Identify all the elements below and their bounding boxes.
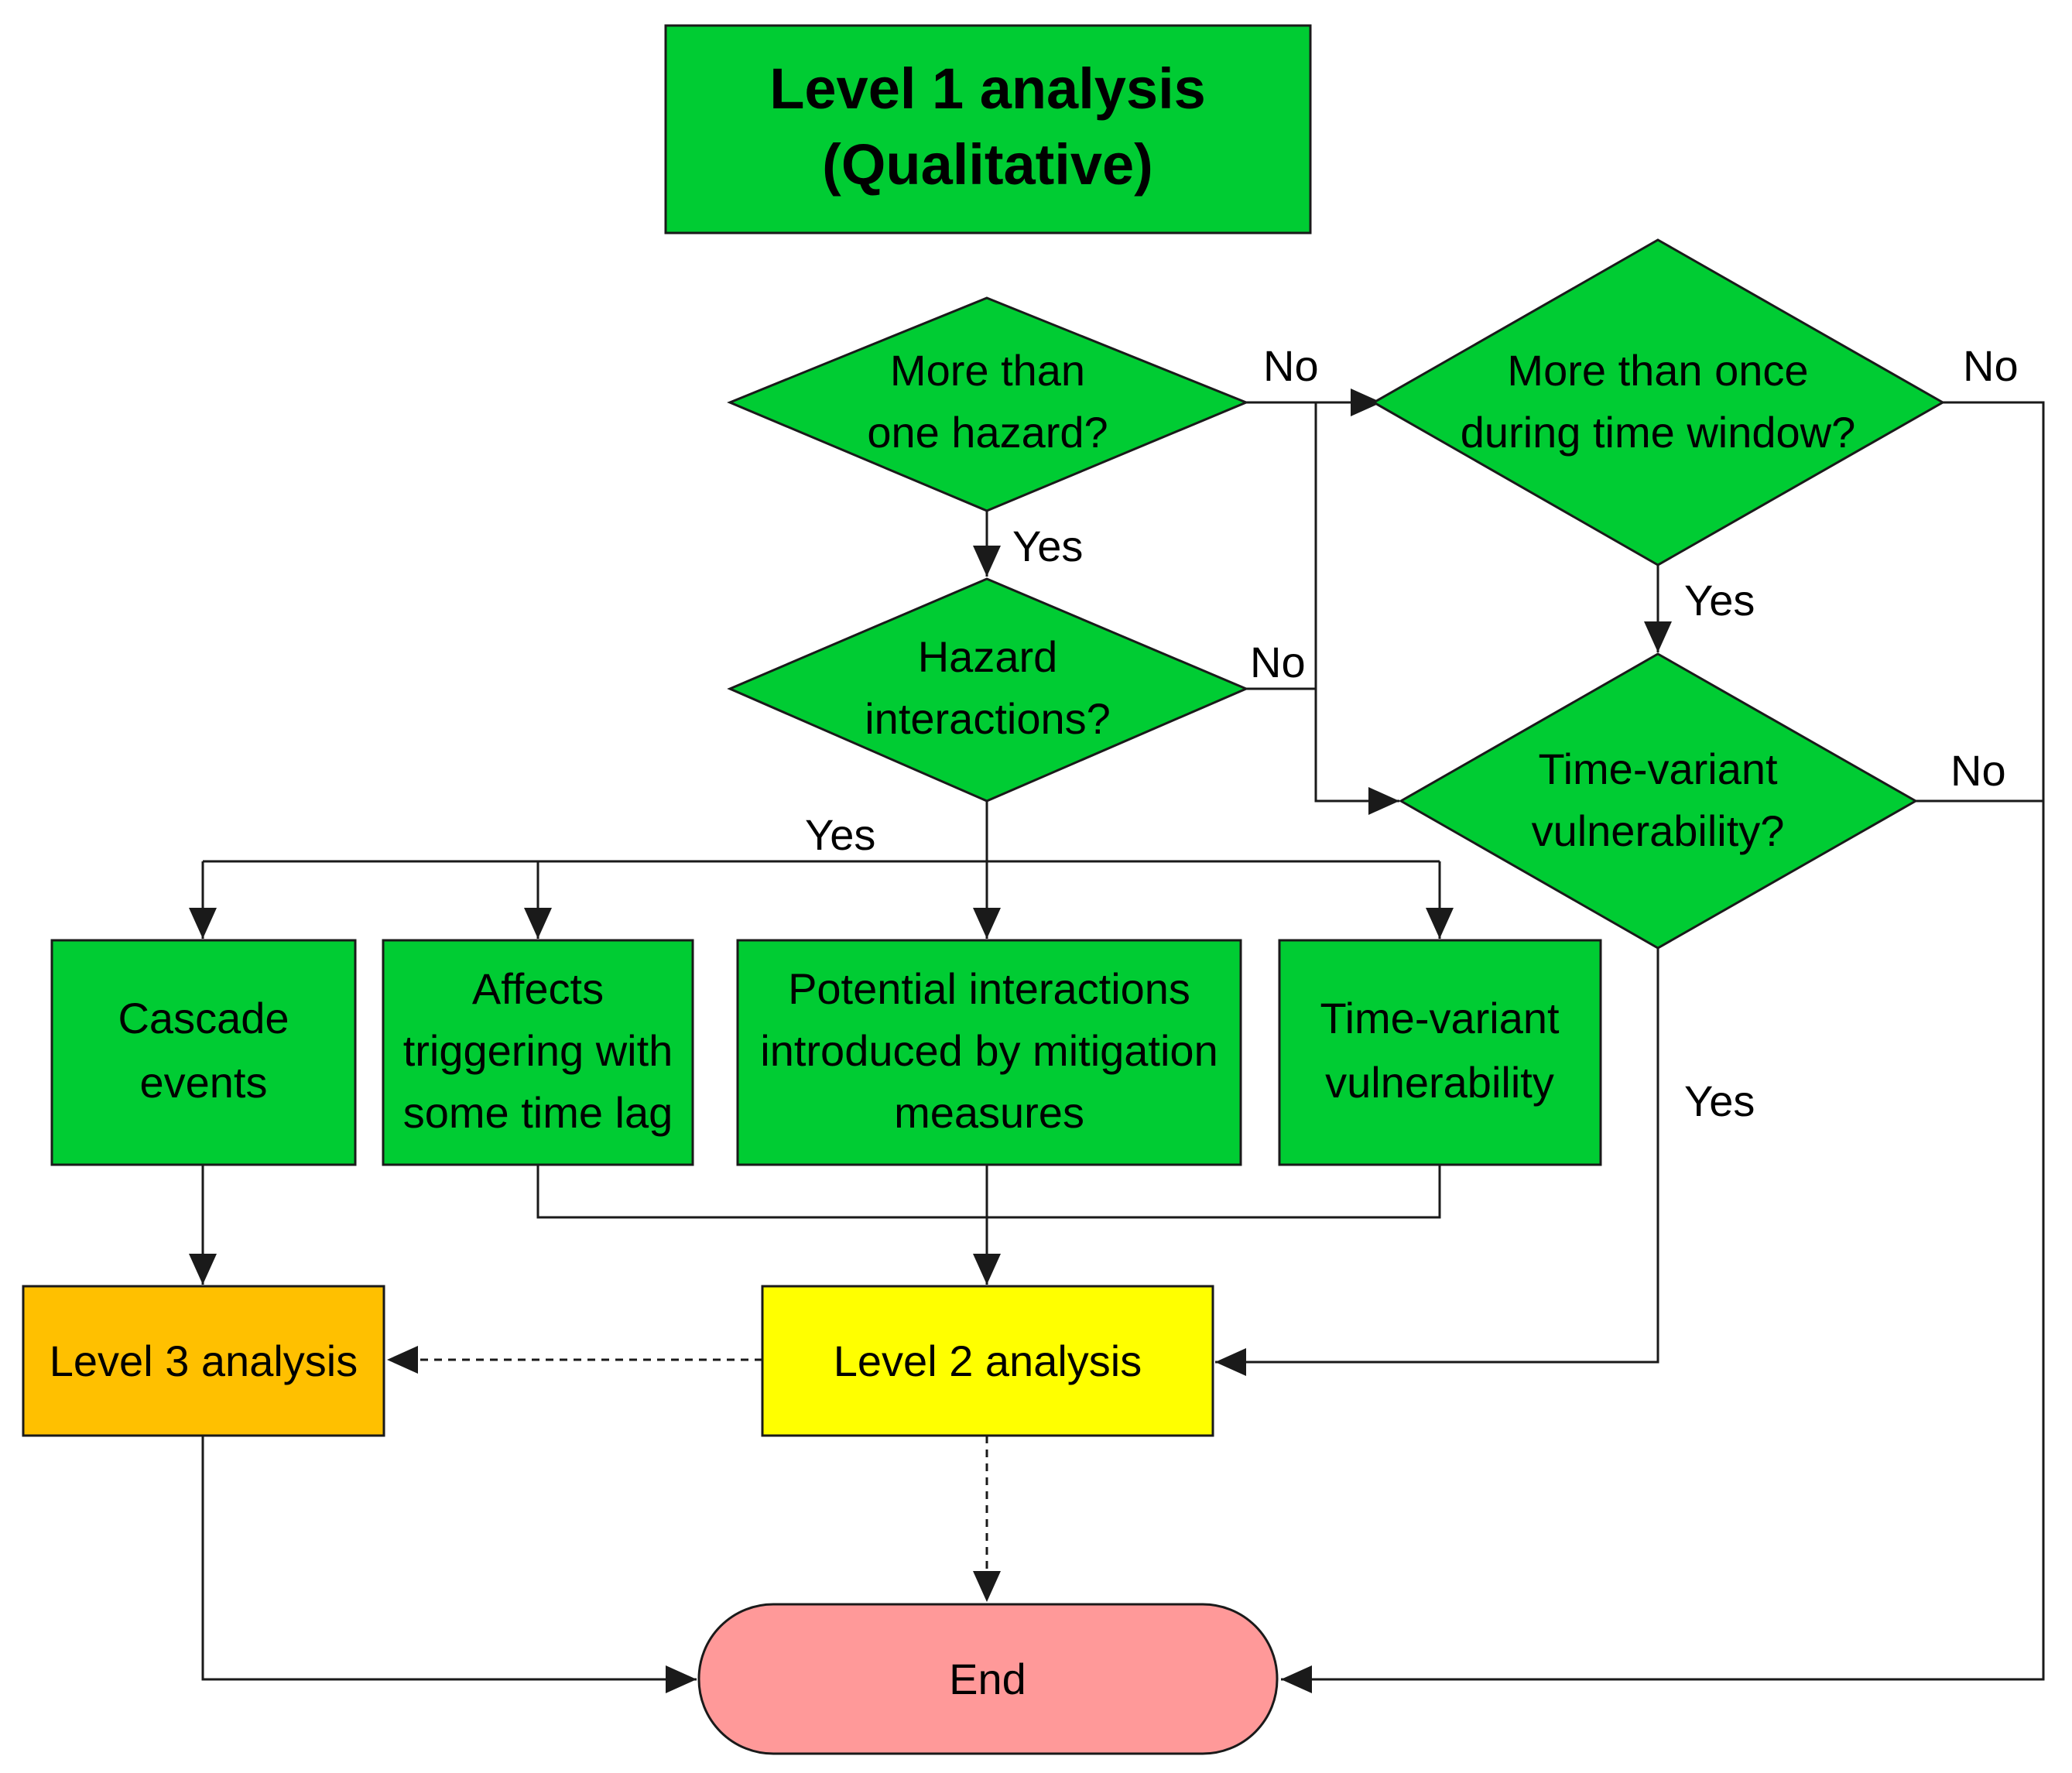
box-level3-analysis: Level 3 analysis: [22, 1285, 385, 1437]
edge-timevariant-yes: [1215, 948, 1659, 1376]
edge-level3-end: [201, 1436, 697, 1693]
level1-node: Level 1 analysis (Qualitative): [664, 24, 1312, 234]
timevariant-box-line1: Time-variant: [1320, 994, 1560, 1042]
edge-labels: Yes No No Yes No Yes No Yes: [805, 341, 2019, 1125]
potential-line3: measures: [894, 1088, 1084, 1137]
decision-more-than-once: More than once during time window?: [1371, 238, 1946, 566]
level2-label: Level 2 analysis: [834, 1337, 1142, 1385]
decision-hazard-line1: More than: [890, 346, 1085, 395]
cascade-line2: events: [140, 1058, 268, 1107]
affects-line3: some time lag: [403, 1088, 673, 1137]
decision-once-line2: during time window?: [1461, 408, 1855, 457]
terminator-end: End: [697, 1603, 1279, 1755]
box-potential-interactions: Potential interactions introduced by mit…: [736, 939, 1242, 1166]
label-no-once: No: [1963, 341, 2019, 390]
affects-line1: Affects: [472, 964, 604, 1013]
label-no-hazard: No: [1263, 341, 1319, 390]
timevariant-box-line2: vulnerability: [1325, 1058, 1554, 1107]
edge-merge-bus: [536, 1165, 1441, 1219]
decision-timevariant-line1: Time-variant: [1538, 744, 1778, 793]
label-yes-timevariant: Yes: [1684, 1076, 1755, 1125]
label-no-timevariant: No: [1950, 746, 2006, 795]
end-label: End: [949, 1655, 1026, 1703]
decision-hazard-interactions: Hazard interactions?: [727, 577, 1249, 803]
edge-once-no: [1281, 401, 2045, 1693]
decision-timevariant-line2: vulnerability?: [1532, 806, 1785, 855]
potential-line1: Potential interactions: [788, 964, 1190, 1013]
decision-more-than-one-hazard: More than one hazard?: [727, 296, 1249, 512]
decision-hazard-line2: one hazard?: [867, 408, 1108, 457]
decision-time-variant: Time-variant vulnerability?: [1398, 652, 1919, 950]
potential-line2: introduced by mitigation: [760, 1026, 1218, 1075]
label-yes-hazard: Yes: [1012, 522, 1083, 570]
level1-line1: Level 1 analysis: [769, 56, 1206, 121]
decision-interactions-line1: Hazard: [918, 632, 1058, 681]
box-cascade-events: Cascade events: [50, 939, 357, 1166]
box-level2-analysis: Level 2 analysis: [761, 1285, 1214, 1437]
label-yes-interactions: Yes: [805, 810, 875, 859]
edge-to-timevariant-q: [1314, 689, 1399, 815]
label-yes-once: Yes: [1684, 576, 1755, 625]
level1-line2: (Qualitative): [822, 132, 1153, 197]
level3-label: Level 3 analysis: [50, 1337, 358, 1385]
decision-interactions-line2: interactions?: [865, 694, 1111, 743]
label-no-interactions: No: [1250, 638, 1306, 686]
affects-line2: triggering with: [403, 1026, 673, 1075]
decision-once-line1: More than once: [1507, 346, 1808, 395]
box-time-variant-vulnerability: Time-variant vulnerability: [1278, 939, 1602, 1166]
edges: [189, 388, 2045, 1693]
box-affects-triggering: Affects triggering with some time lag: [382, 939, 694, 1166]
cascade-line1: Cascade: [118, 994, 289, 1042]
